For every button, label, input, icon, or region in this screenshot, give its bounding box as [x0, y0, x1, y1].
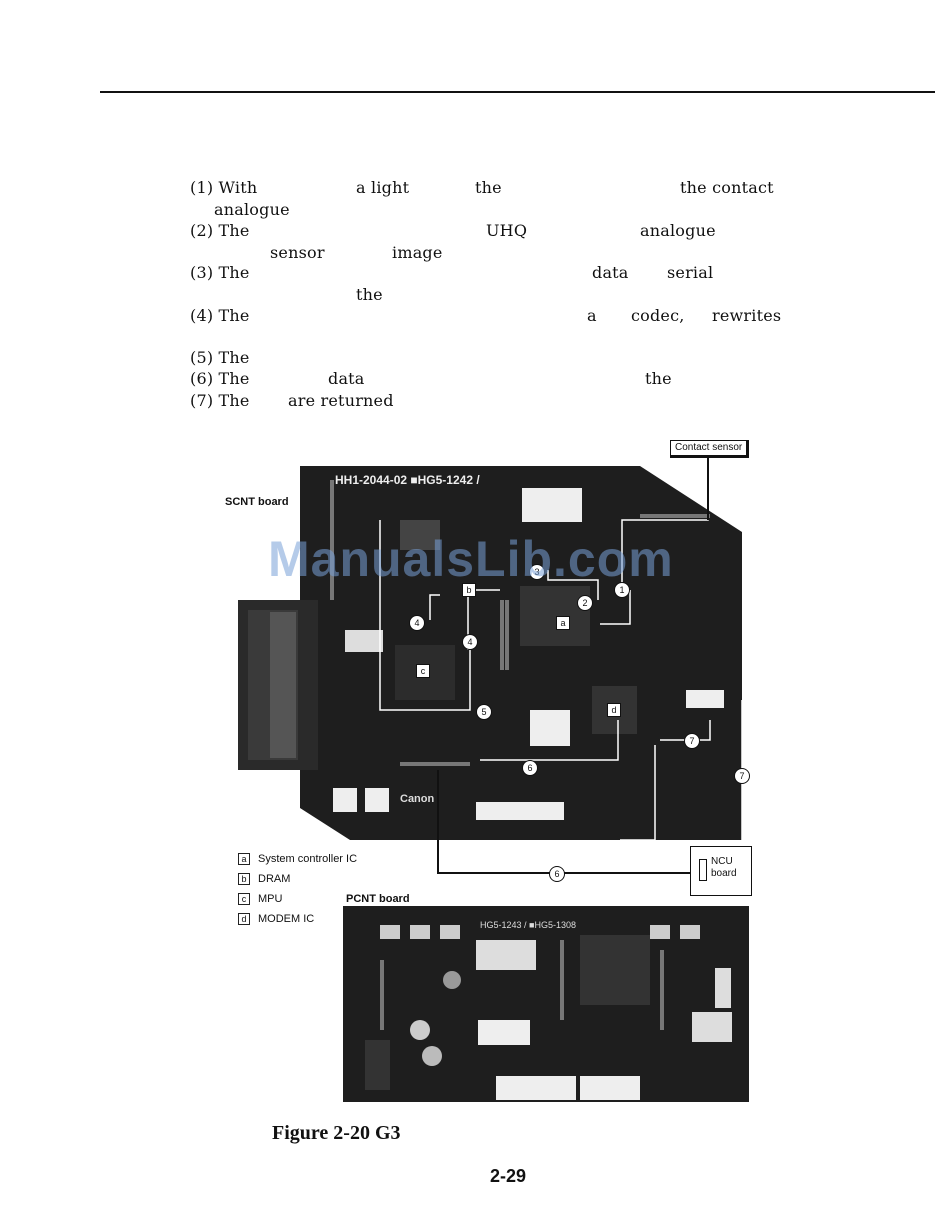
step-3-line-2: the [356, 285, 383, 304]
figure-caption: Figure 2-20 G3 [272, 1122, 401, 1144]
marker-c: c [416, 664, 430, 678]
step-1-word-3: the [475, 178, 502, 197]
header-rule [100, 91, 935, 93]
ncu-label-1: NCU [711, 856, 733, 867]
step-1-word-1: (1) With [190, 178, 258, 197]
marker-3: 3 [529, 564, 545, 580]
marker-d: d [607, 703, 621, 717]
step-2-word-1: (2) The [190, 221, 250, 240]
step-3-word-1: (3) The [190, 263, 250, 282]
marker-1: 1 [614, 582, 630, 598]
step-4-word-1: (4) The [190, 306, 250, 325]
step-3-word-3: serial [667, 263, 714, 282]
step-4-word-3: codec, [631, 306, 685, 325]
contact-sensor-label: Contact sensor [670, 440, 750, 458]
step-2-line-2-b: image [392, 243, 443, 262]
page-number: 2-29 [490, 1166, 527, 1186]
marker-6a: 6 [522, 760, 538, 776]
marker-7a: 7 [684, 733, 700, 749]
step-6-word-3: the [645, 369, 672, 388]
step-5-word-1: (5) The [190, 348, 250, 367]
marker-5: 5 [476, 704, 492, 720]
step-2-word-2: UHQ [486, 221, 528, 240]
pcnt-board-label: PCNT board [346, 893, 410, 905]
step-1-word-4: the contact [680, 178, 774, 197]
watermark: ManualsLib.com [268, 531, 674, 587]
step-2-word-3: analogue [640, 221, 716, 240]
marker-2: 2 [577, 595, 593, 611]
ncu-connector-icon [699, 859, 707, 881]
marker-4b: 4 [462, 634, 478, 650]
ncu-label-2: board [711, 868, 737, 879]
canon-logo: Canon [400, 793, 435, 805]
step-4-word-2: a [587, 306, 597, 325]
step-1-word-2: a light [356, 178, 410, 197]
marker-6b: 6 [549, 866, 565, 882]
marker-a: a [556, 616, 570, 630]
step-6-word-1: (6) The [190, 369, 250, 388]
marker-4a: 4 [409, 615, 425, 631]
board-silkscreen: HH1-2044-02 ■HG5-1242 / [335, 473, 480, 487]
pcnt-silkscreen: HG5-1243 / ■HG5-1308 [480, 920, 576, 930]
step-7-word-1: (7) The [190, 391, 250, 410]
step-3-word-2: data [592, 263, 629, 282]
step-1-line-2: analogue [214, 200, 290, 219]
step-2-line-2-a: sensor [270, 243, 325, 262]
step-4-word-4: rewrites [712, 306, 782, 325]
marker-b: b [462, 583, 476, 597]
scnt-board-label: SCNT board [225, 496, 289, 508]
step-7-word-2: are returned [288, 391, 394, 410]
step-6-word-2: data [328, 369, 365, 388]
marker-7b: 7 [734, 768, 750, 784]
